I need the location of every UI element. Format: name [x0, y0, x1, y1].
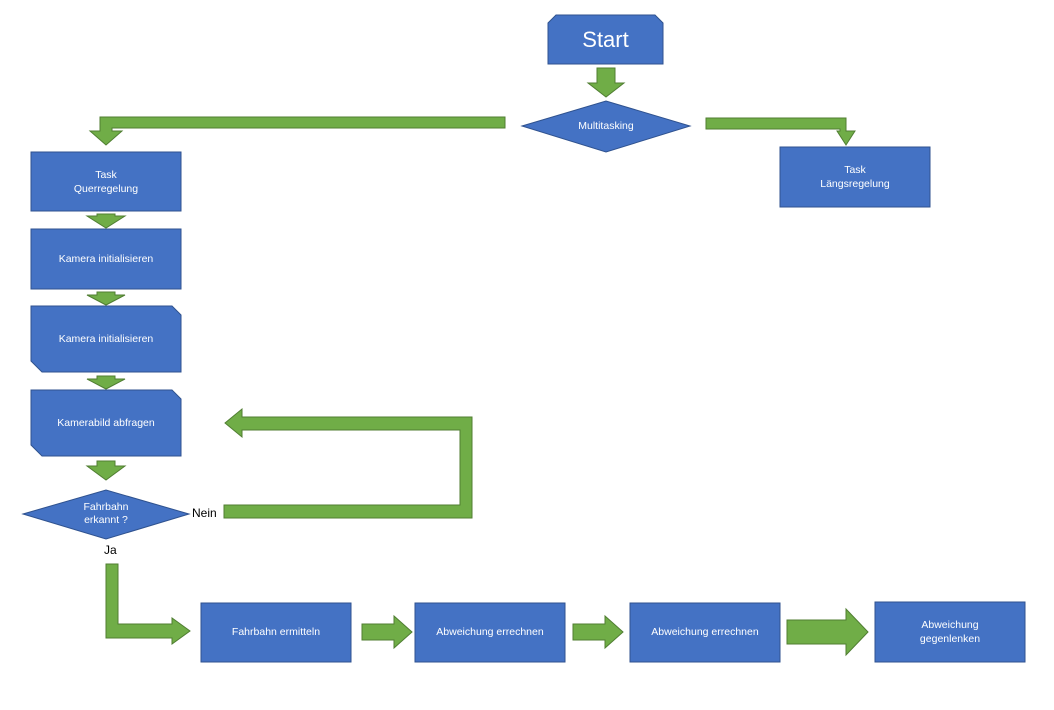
arrow-ja-to-fahrbahn-ermitteln [105, 563, 191, 645]
start-shape[interactable] [547, 14, 664, 65]
arrow-abweichung-2-to-gegenlenken [786, 607, 869, 657]
arrow-nein-loop [223, 407, 473, 519]
arrow-multitasking-to-querregelung [88, 116, 506, 146]
arrow-abweichung-1-to-2 [572, 614, 624, 650]
abweichung-gegenlenken-box[interactable] [874, 601, 1026, 663]
fahrbahn-erkannt-decision[interactable] [21, 489, 191, 540]
arrow-multitasking-to-laengsregelung [705, 117, 856, 146]
fahrbahn-ermitteln-label: Fahrbahn ermitteln [231, 626, 321, 638]
multitasking-decision[interactable] [520, 100, 692, 153]
task-querregelung-box[interactable] [30, 151, 182, 212]
arrow-kamera-to-card [86, 291, 126, 306]
fahrbahn-ermitteln-box[interactable] [200, 602, 352, 663]
abweichung-errechnen-1-label: Abweichung errechnen [436, 626, 544, 638]
abweichung-gegenlenken-label: Abweichung gegenlenken [919, 619, 981, 645]
abweichung-errechnen-2-label: Abweichung errechnen [651, 626, 759, 638]
kamera-initialisieren-card-label: Kamera initialisieren [58, 332, 154, 345]
abweichung-errechnen-1-box[interactable] [414, 602, 566, 663]
arrow-fahrbahn-to-abweichung-1 [361, 614, 413, 650]
edge-label-nein: Nein [192, 506, 217, 520]
start-label: Start [582, 26, 629, 52]
fahrbahn-erkannt-label: Fahrbahn erkannt ? [83, 501, 129, 526]
arrow-kamerabild-to-decision [85, 460, 127, 481]
arrow-card-to-kamerabild [86, 375, 126, 390]
arrow-start-to-multitasking [586, 67, 626, 98]
task-laengsregelung-box[interactable] [779, 146, 931, 208]
task-querregelung-label: Task Querregelung [73, 168, 139, 195]
kamera-initialisieren-label: Kamera initialisieren [58, 252, 154, 265]
task-laengsregelung-label: Task Längsregelung [820, 164, 890, 190]
kamerabild-abfragen-label: Kamerabild abfragen [57, 416, 155, 429]
kamerabild-abfragen-card[interactable] [30, 389, 182, 457]
multitasking-label: Multitasking [578, 119, 634, 132]
kamera-initialisieren-card[interactable] [30, 305, 182, 373]
edge-label-ja: Ja [104, 543, 117, 557]
arrow-querregelung-to-kamera [85, 213, 127, 229]
abweichung-errechnen-2-box[interactable] [629, 602, 781, 663]
kamera-initialisieren-box[interactable] [30, 228, 182, 290]
